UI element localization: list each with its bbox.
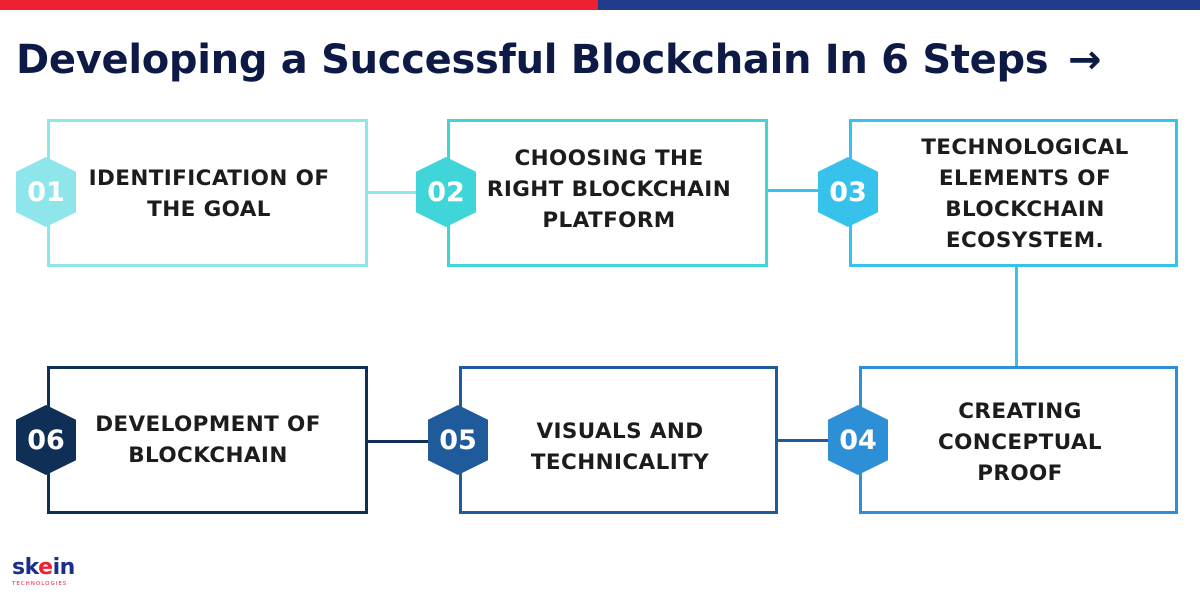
logo-subtitle: TECHNOLOGIES	[12, 581, 68, 587]
step-badge-3: 03	[818, 157, 878, 227]
title-text: Developing a Successful Blockchain In 6 …	[16, 37, 1049, 83]
step-badge-5: 05	[428, 405, 488, 475]
connector-1-2	[368, 191, 448, 194]
connector-3-4	[1015, 267, 1018, 366]
step-box-1	[47, 119, 368, 267]
step-box-6	[47, 366, 368, 514]
step-badge-1: 01	[16, 157, 76, 227]
arrow-right-icon: →	[1067, 37, 1102, 83]
step-badge-2: 02	[416, 157, 476, 227]
step-label-6: DEVELOPMENT OF BLOCKCHAIN	[95, 412, 321, 468]
connector-5-6	[368, 440, 460, 443]
step-label-4: CREATING CONCEPTUAL PROOF	[937, 399, 1103, 486]
page-title: Developing a Successful Blockchain In 6 …	[16, 34, 1186, 86]
top-bar-blue	[598, 0, 1200, 10]
company-logo: skein TECHNOLOGIES	[12, 556, 92, 588]
step-box-3	[849, 119, 1178, 267]
step-box-2	[447, 119, 768, 267]
step-label-3: TECHNOLOGICAL ELEMENTS OF BLOCKCHAIN ECO…	[921, 135, 1129, 253]
logo-wordmark: skein	[12, 555, 75, 580]
step-box-4	[859, 366, 1178, 514]
connector-2-3	[768, 189, 850, 192]
step-badge-6: 06	[16, 405, 76, 475]
step-label-1: IDENTIFICATION OF THE GOAL	[88, 166, 330, 222]
step-label-2: CHOOSING THE RIGHT BLOCKCHAIN PLATFORM	[486, 146, 732, 233]
step-label-5: VISUALS AND TECHNICALITY	[530, 419, 710, 475]
step-badge-4: 04	[828, 405, 888, 475]
connector-4-5	[778, 439, 860, 442]
top-bar-red	[0, 0, 598, 10]
